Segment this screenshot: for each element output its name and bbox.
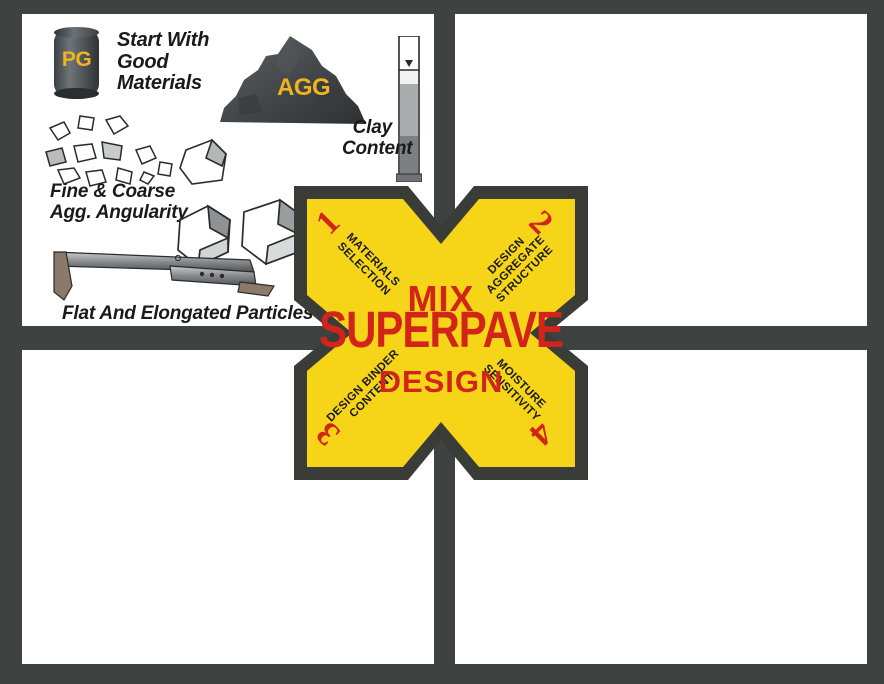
- caption-fine-coarse-angularity: Fine & Coarse Agg. Angularity: [50, 181, 188, 223]
- caption-flat-elongated-particles: Flat And Elongated Particles: [62, 303, 314, 324]
- caption-clay-content: Clay Content: [342, 117, 413, 159]
- caliper-tool-icon: [53, 251, 275, 301]
- aggregate-pile-label: AGG: [277, 74, 331, 101]
- aggregate-pile-icon: [220, 36, 366, 124]
- superpave-center-badge: 1 2 3 4 MATERIALS SELECTION DESIGN AGGRE…: [294, 186, 588, 480]
- center-badge-shape: [294, 186, 588, 480]
- caption-start-with-good-materials: Start With Good Materials: [117, 29, 210, 95]
- binder-can-label: PG: [61, 48, 92, 71]
- wordmark-superpave: SUPERPAVE: [319, 300, 564, 359]
- fine-aggregate-particles-icon: [45, 115, 227, 187]
- binder-can-icon: [54, 27, 99, 99]
- wordmark-design: DESIGN: [378, 364, 504, 399]
- quadrant-materials-selection: PG Start With Good Materials AGG: [22, 14, 434, 326]
- wordmark-mix: MIX: [407, 278, 475, 319]
- clay-content-column-icon: [396, 36, 422, 182]
